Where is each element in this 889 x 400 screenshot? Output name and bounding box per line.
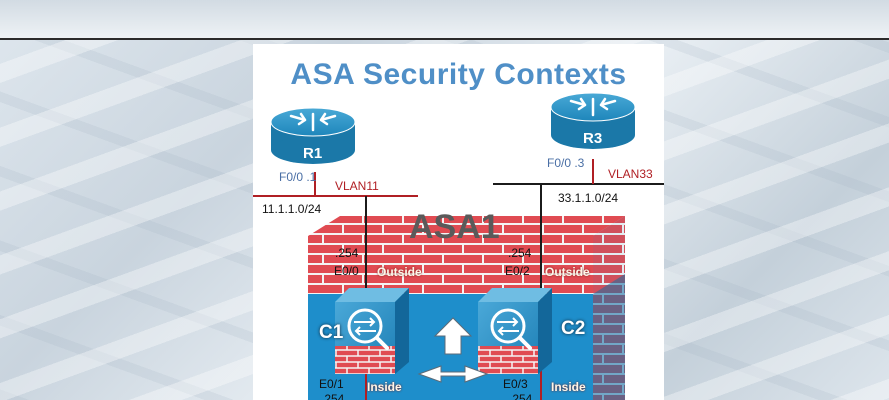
c1-outside-label: Outside [377, 265, 422, 279]
c2-outside-ip: .254 [508, 246, 532, 260]
vlan11-label: VLAN11 [335, 179, 379, 193]
c1-outside-ip: .254 [335, 246, 359, 260]
c1-inside-if: E0/1 [319, 377, 344, 391]
r1-interface-label: F0/0 .1 [279, 170, 317, 184]
context-c1-label: C1 [319, 322, 344, 343]
c2-outside-label: Outside [545, 265, 590, 279]
c2-inside-ip: .254 [509, 392, 533, 400]
context-c1-icon [335, 288, 409, 374]
c2-inside-if: E0/3 [503, 377, 528, 391]
page-title: ASA Security Contexts [290, 58, 627, 91]
bidirectional-arrow-icon [417, 317, 489, 383]
c2-inside-label: Inside [551, 380, 586, 394]
c2-outside-if: E0/2 [505, 264, 530, 278]
subnet-11-label: 11.1.1.0/24 [262, 202, 322, 216]
r3-interface-label: F0/0 .3 [547, 156, 585, 170]
top-band [0, 0, 889, 38]
asa1-label: ASA1 [409, 208, 500, 246]
slide-canvas: ASA Security Contexts R1 R3 F0/0 .1 VLAN… [253, 44, 664, 400]
router-r1-label: R1 [303, 145, 323, 162]
router-r1-icon [270, 107, 356, 164]
vlan33-label: VLAN33 [608, 167, 653, 181]
context-c2-icon [478, 288, 552, 374]
context-c2-label: C2 [561, 318, 586, 339]
router-r3-label: R3 [583, 130, 603, 147]
subnet-33-label: 33.1.1.0/24 [558, 191, 619, 205]
top-divider [0, 38, 889, 40]
router-r3-icon [550, 92, 636, 149]
c1-outside-if: E0/0 [334, 264, 359, 278]
c1-inside-ip: .254 [321, 392, 345, 400]
firewall-brick-wall [308, 236, 593, 294]
c1-inside-label: Inside [367, 380, 402, 394]
network-diagram [253, 92, 664, 400]
